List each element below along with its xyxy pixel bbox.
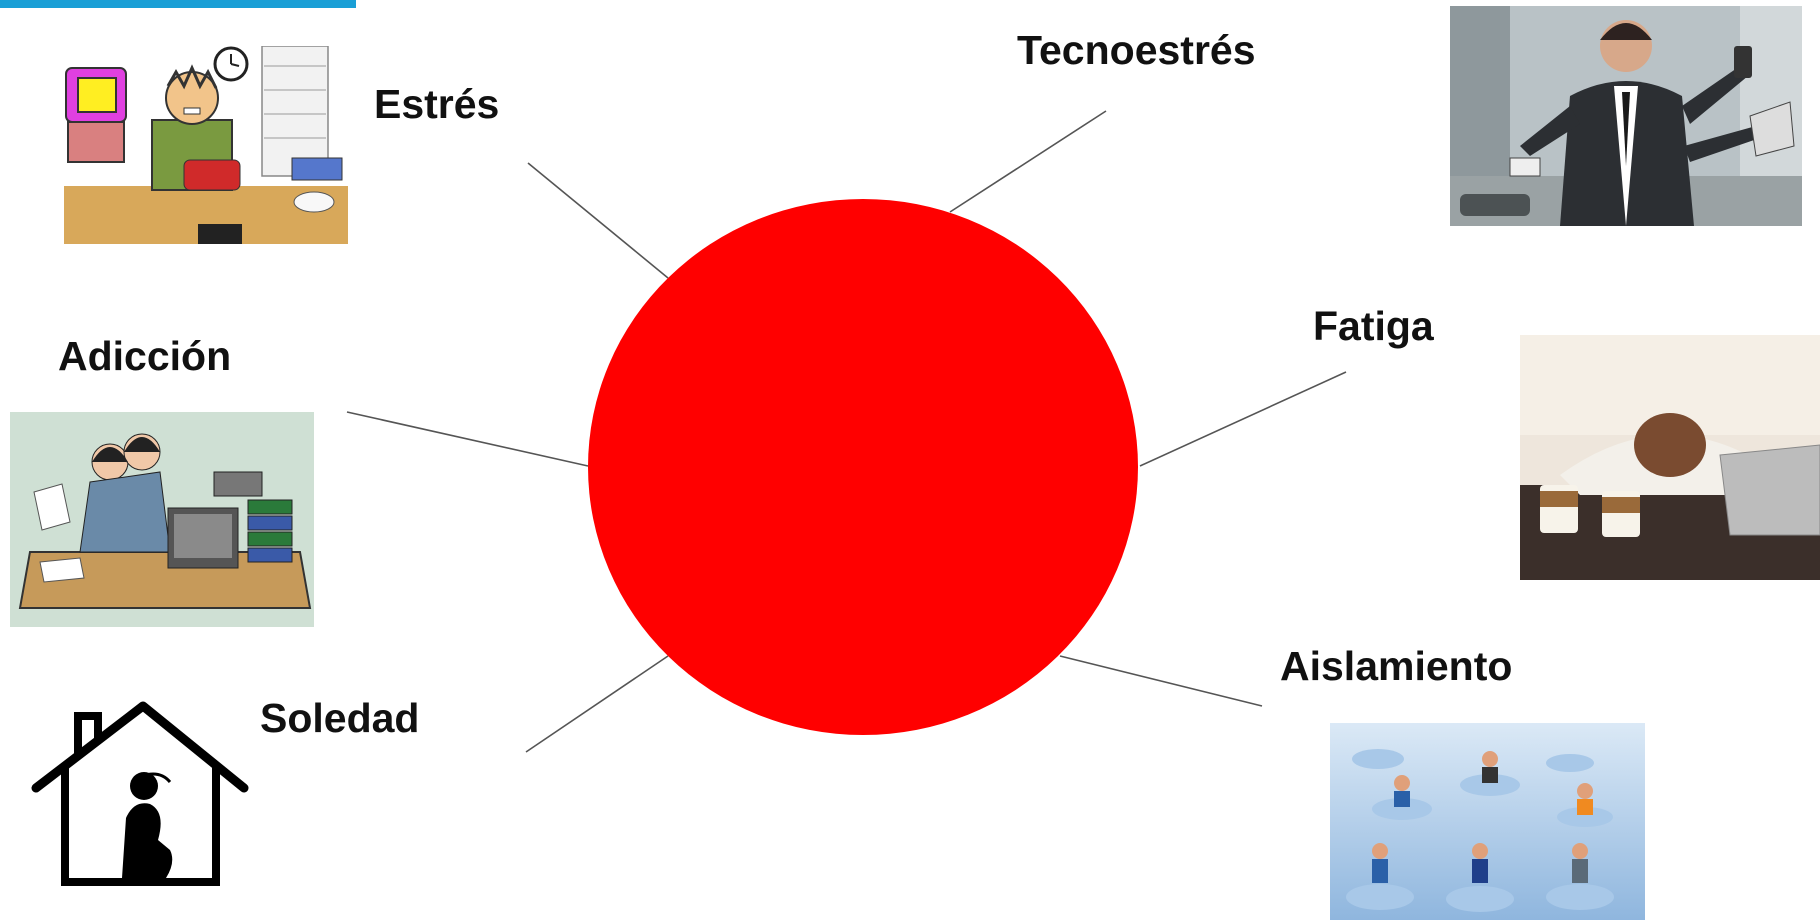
label-soledad: Soledad bbox=[260, 698, 419, 739]
stressed-office-worker-image bbox=[64, 46, 348, 244]
multitasking-businessman-image bbox=[1450, 6, 1802, 226]
label-aislamiento: Aislamiento bbox=[1280, 646, 1512, 687]
connector-adiccion bbox=[347, 412, 588, 466]
connector-soledad bbox=[526, 656, 668, 752]
label-fatiga: Fatiga bbox=[1313, 306, 1434, 347]
stressed-office-worker-cartoon-icon bbox=[64, 46, 348, 244]
label-tecnoestres: Tecnoestrés bbox=[1017, 30, 1256, 71]
label-adiccion: Adicción bbox=[58, 336, 231, 377]
multitasking-businessman-photo-icon bbox=[1450, 6, 1802, 226]
tired-woman-on-desk-photo-icon bbox=[1520, 335, 1820, 580]
tired-woman-image bbox=[1520, 335, 1820, 580]
central-circle bbox=[588, 199, 1138, 735]
overworked-woman-cartoon-icon bbox=[10, 412, 314, 627]
overworked-woman-image bbox=[10, 412, 314, 627]
person-alone-in-house-icon bbox=[30, 700, 250, 890]
connector-tecnoestres bbox=[950, 111, 1106, 212]
remote-workers-image bbox=[1330, 723, 1645, 920]
remote-workers-on-clouds-icon bbox=[1330, 723, 1645, 920]
label-estres: Estrés bbox=[374, 84, 499, 125]
connector-aislamiento bbox=[1060, 656, 1262, 706]
connector-fatiga bbox=[1140, 372, 1346, 466]
house-silhouette-image bbox=[30, 700, 250, 890]
connector-estres bbox=[528, 163, 668, 278]
